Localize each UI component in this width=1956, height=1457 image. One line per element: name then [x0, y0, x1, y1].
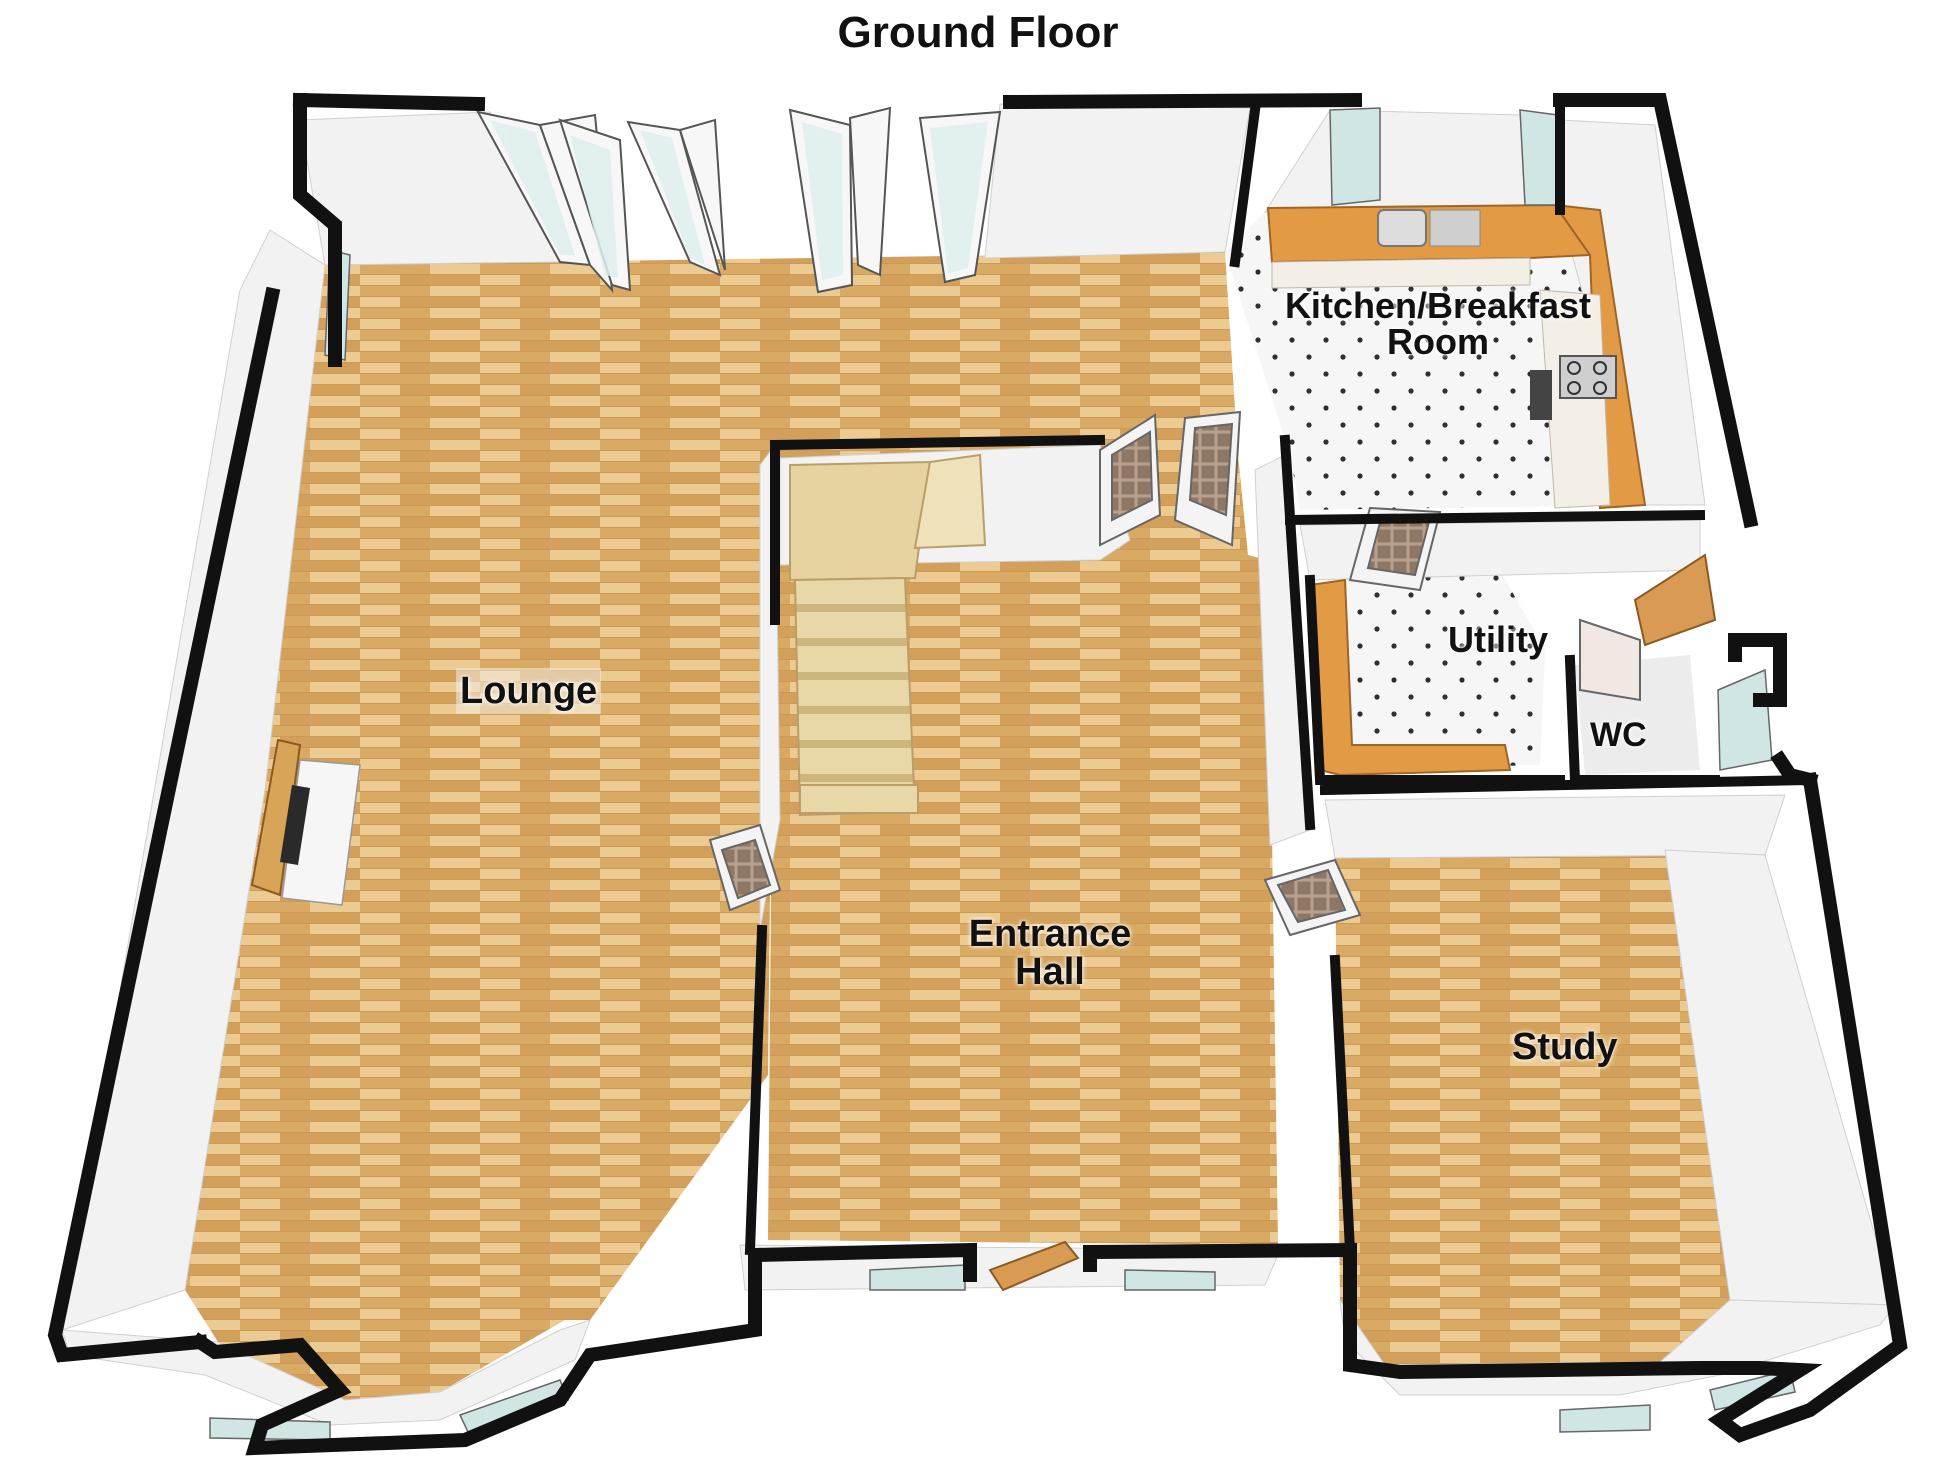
- room-label-hall-line1: Entrance: [968, 913, 1132, 955]
- room-label-study: Study: [1512, 1028, 1618, 1066]
- room-label-kitchen-line1: Kitchen/Breakfast: [1284, 285, 1592, 326]
- internal-doors: [708, 410, 1717, 1292]
- floors: [185, 210, 1730, 1400]
- room-label-kitchen-line2: Room: [1387, 321, 1489, 362]
- room-label-utility-text: Utility: [1448, 619, 1549, 660]
- kitchen-units: [1266, 203, 1647, 510]
- page-title: Ground Floor: [837, 8, 1119, 57]
- room-label-wc: WC: [1590, 718, 1647, 752]
- study-floor: [1335, 850, 1730, 1365]
- walls: [47, 92, 1908, 1456]
- fireplace: [250, 738, 361, 906]
- room-label-study-text: Study: [1512, 1026, 1618, 1068]
- utility-floor: [1340, 570, 1545, 770]
- bifold-glass: [490, 120, 988, 280]
- room-label-lounge: Lounge: [456, 668, 602, 714]
- lounge-floor: [185, 252, 1248, 1400]
- room-label-hall: Entrance Hall: [950, 915, 1150, 991]
- room-label-lounge-text: Lounge: [456, 668, 602, 714]
- staircase: [789, 453, 987, 817]
- room-label-utility: Utility: [1448, 622, 1548, 658]
- room-label-kitchen: Kitchen/Breakfast Room: [1258, 288, 1618, 360]
- room-label-wc-text: WC: [1590, 716, 1647, 754]
- room-label-hall-line2: Hall: [1015, 951, 1085, 993]
